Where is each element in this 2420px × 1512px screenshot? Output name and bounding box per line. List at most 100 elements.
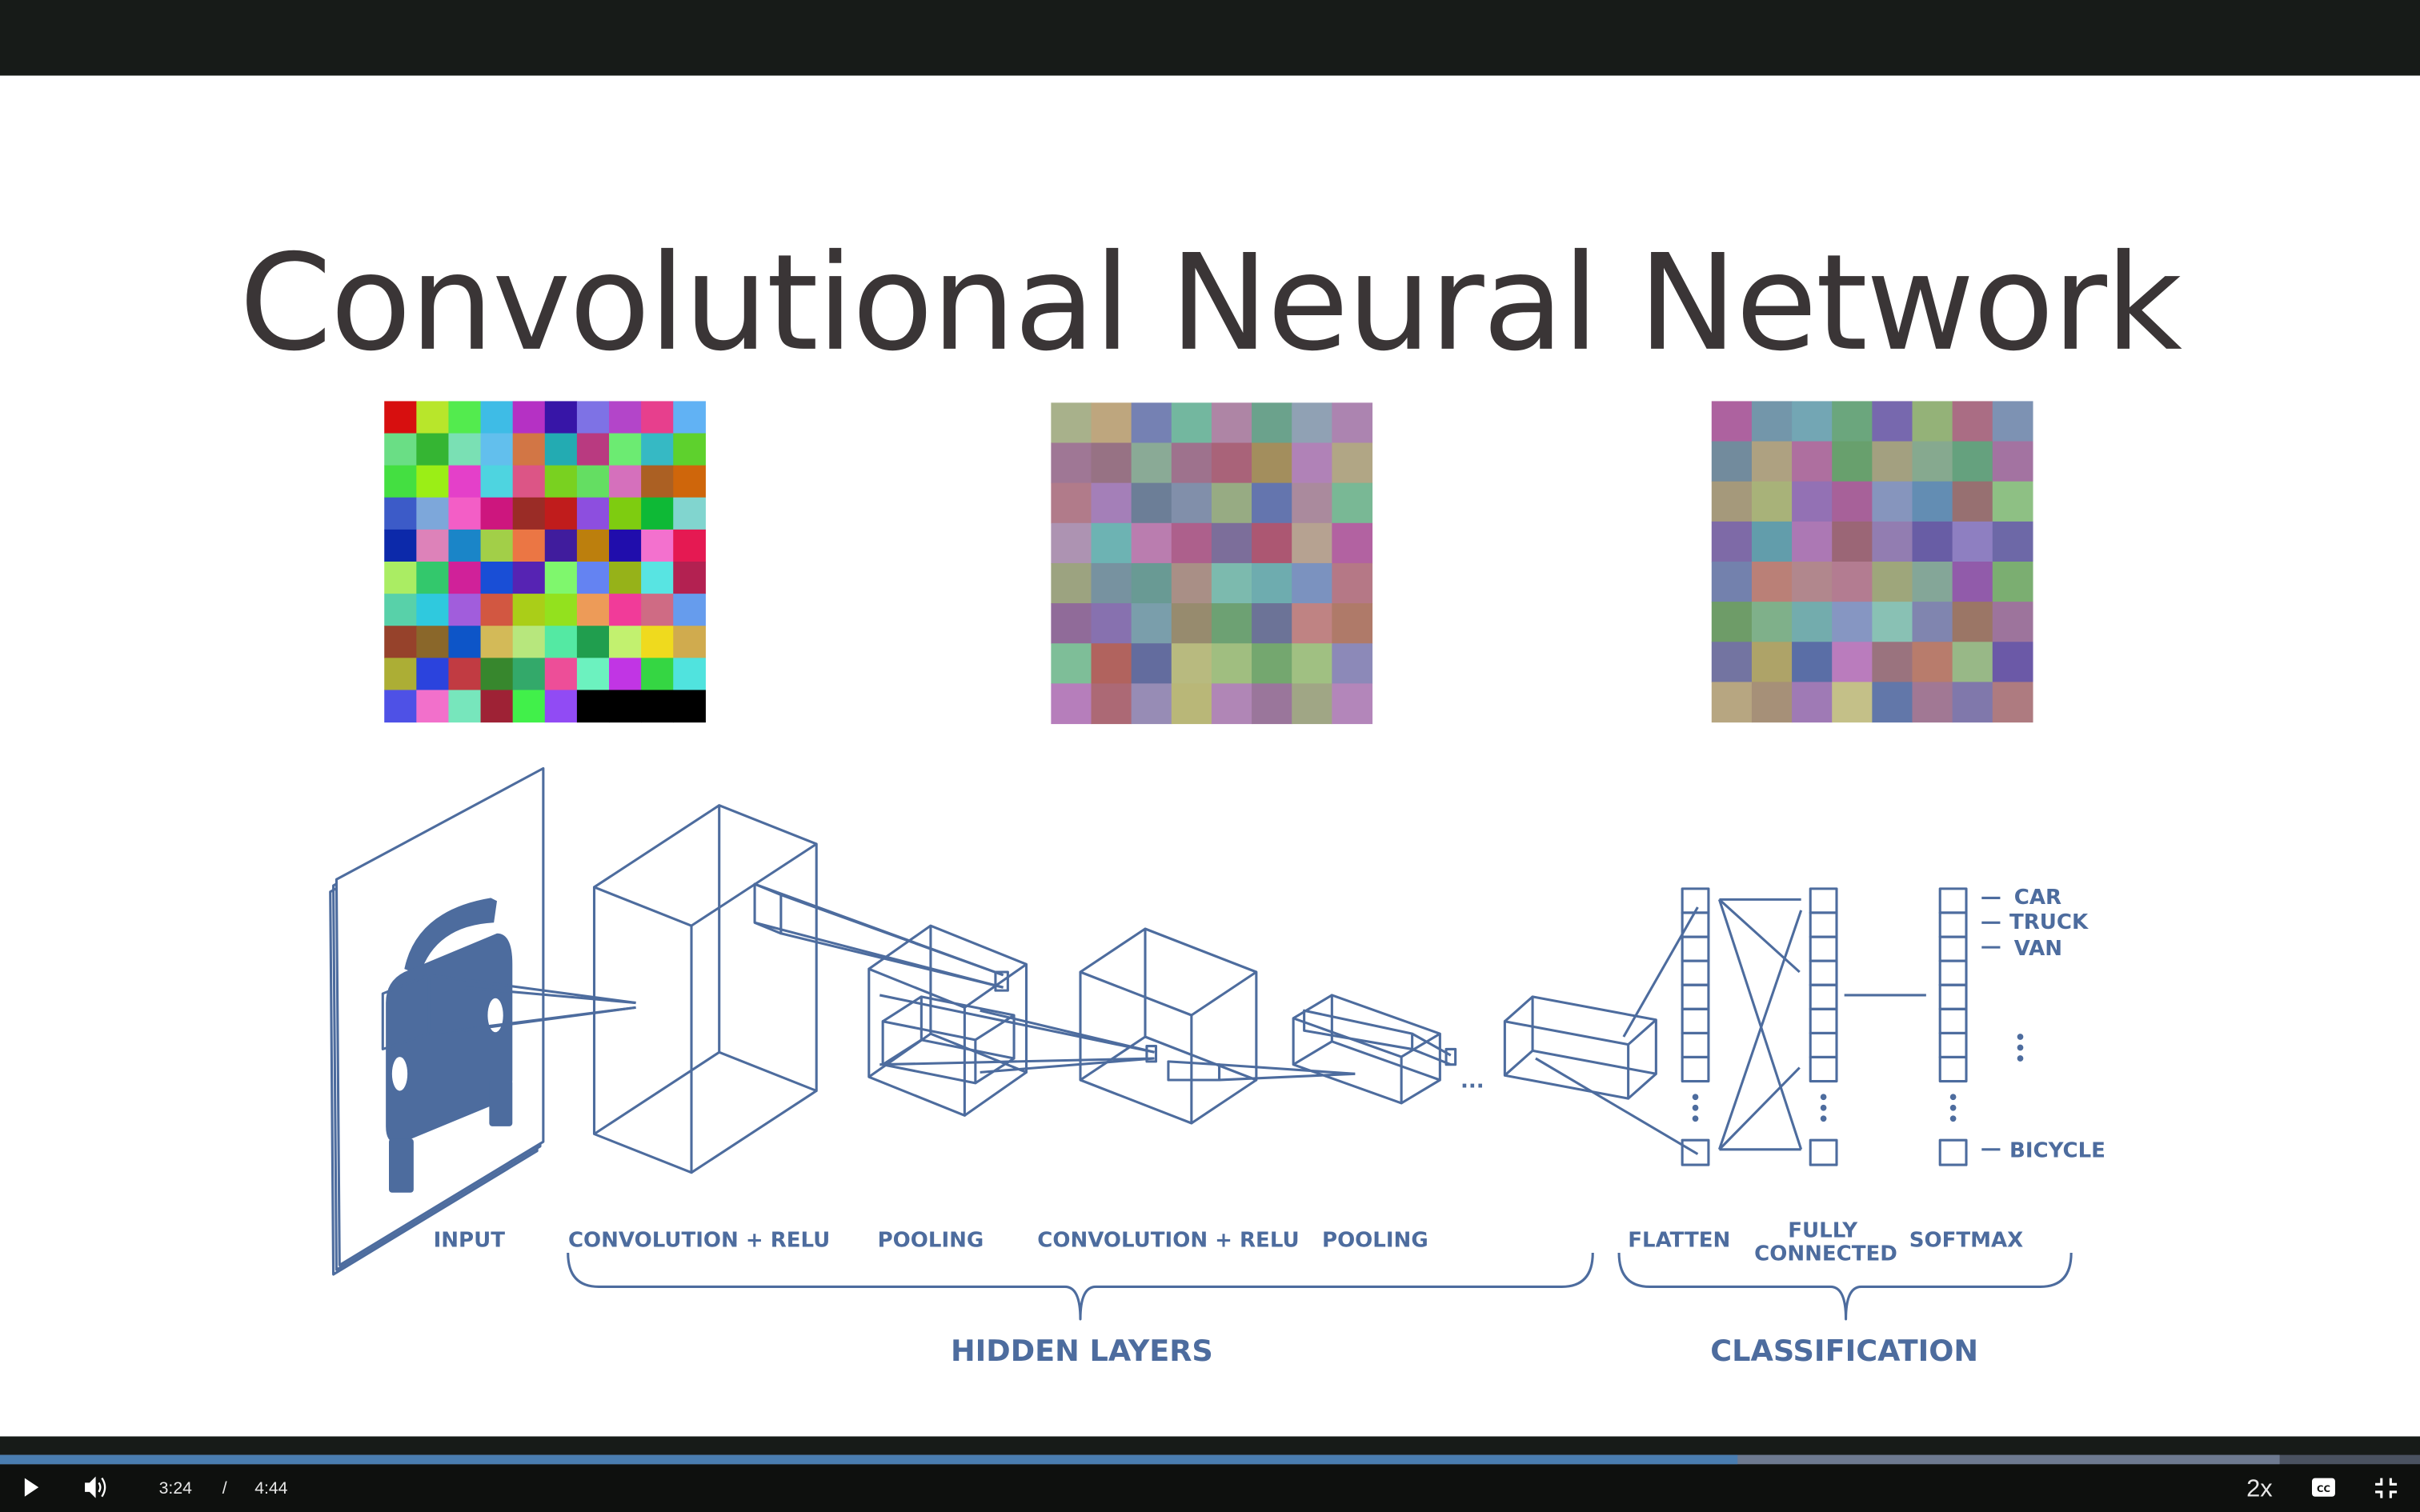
filter-cell <box>416 626 450 658</box>
filter-cell <box>1912 441 1953 482</box>
filter-cell <box>1171 683 1212 725</box>
filter-cell <box>641 594 674 626</box>
filter-cell <box>1051 482 1092 524</box>
filter-cell <box>673 433 706 466</box>
play-button[interactable] <box>24 1478 39 1497</box>
filter-cell <box>1131 442 1172 484</box>
filter-grid <box>1711 401 2033 723</box>
filter-cell <box>1211 562 1252 604</box>
filter-cell <box>416 529 450 562</box>
hidden-layers-brace <box>567 1252 1594 1321</box>
filter-cell <box>1912 602 1953 642</box>
neuron <box>1681 1055 1710 1083</box>
filter-cell <box>512 433 546 466</box>
feature-map-volume <box>592 804 818 1174</box>
filter-cell <box>480 433 514 466</box>
filter-cell <box>544 594 578 626</box>
filter-cell <box>1171 442 1212 484</box>
filter-cell <box>1292 482 1332 524</box>
filter-cell <box>1292 603 1332 644</box>
time-separator: / <box>222 1479 227 1498</box>
filter-cell <box>1131 643 1172 684</box>
player-controls: 3:24 / 4:44 2x CC <box>0 1436 2420 1512</box>
filter-cell <box>1171 562 1212 604</box>
filter-cell <box>480 497 514 530</box>
filter-cell <box>576 497 610 530</box>
filter-cell <box>1751 642 1793 683</box>
filter-cell <box>1091 402 1132 444</box>
filter-cell <box>416 465 450 498</box>
filter-cell <box>480 529 514 562</box>
filter-cell <box>1091 683 1132 725</box>
ellipsis-dot <box>2017 1055 2024 1062</box>
filter-cell <box>1292 683 1332 725</box>
output-label: VAN <box>2014 937 2062 961</box>
filter-cell <box>1292 562 1332 604</box>
filter-cell <box>673 626 706 658</box>
label-fc-2: CONNECTED <box>1754 1242 1897 1266</box>
filter-cell <box>1252 402 1292 444</box>
captions-button[interactable]: CC <box>2312 1478 2335 1497</box>
neuron <box>1938 1138 1968 1166</box>
filter-cell <box>416 562 450 594</box>
filter-visualizations <box>384 401 2033 725</box>
filter-cell <box>1952 562 1993 602</box>
filter-cell <box>1992 481 2033 522</box>
filter-cell <box>1292 402 1332 444</box>
filter-cell <box>1792 562 1833 602</box>
filter-cell <box>1792 401 1833 442</box>
filter-cell <box>1131 562 1172 604</box>
filter-cell <box>1952 401 1993 442</box>
filter-cell <box>1952 602 1993 642</box>
filter-cell <box>609 497 642 530</box>
playback-speed-button[interactable]: 2x <box>2246 1474 2273 1502</box>
filter-cell <box>384 626 417 658</box>
filter-cell <box>673 401 706 434</box>
filter-cell <box>1051 402 1092 444</box>
filter-cell <box>1872 481 1913 522</box>
car-icon <box>386 898 513 1193</box>
label-fc-1: FULLY <box>1788 1219 1858 1243</box>
filter-cell <box>1952 642 1993 683</box>
filter-cell <box>1872 441 1913 482</box>
filter-cell <box>1131 683 1172 725</box>
filter-cell <box>1292 643 1332 684</box>
filter-cell <box>448 594 482 626</box>
filter-cell <box>1872 682 1913 723</box>
output-label: TRUCK <box>2009 910 2089 934</box>
output-label: CAR <box>2014 886 2061 910</box>
filter-cell <box>384 690 417 723</box>
volume-button[interactable] <box>85 1476 106 1498</box>
filter-cell <box>1751 562 1793 602</box>
filter-cell <box>1292 442 1332 484</box>
filter-grid <box>1051 402 1373 725</box>
progress-played[interactable] <box>0 1454 1738 1465</box>
filter-cell <box>1051 683 1092 725</box>
feature-map-volume <box>1503 995 1657 1100</box>
filter-cell <box>1091 603 1132 644</box>
filter-cell <box>1211 482 1252 524</box>
filter-cell <box>512 562 546 594</box>
filter-cell <box>641 465 674 498</box>
ellipsis-dot <box>1949 1094 1957 1101</box>
filter-cell <box>1711 401 1753 442</box>
filter-cell <box>1252 603 1292 644</box>
neuron-column <box>1681 887 1710 1166</box>
filter-cell <box>1992 562 2033 602</box>
filter-cell <box>1171 603 1212 644</box>
filter-cell <box>673 465 706 498</box>
filter-cell <box>1952 521 1993 562</box>
filter-cell <box>609 562 642 594</box>
filter-cell <box>576 465 610 498</box>
filter-cell <box>544 626 578 658</box>
filter-grid <box>384 401 706 723</box>
filter-cell <box>576 529 610 562</box>
filter-cell <box>1211 442 1252 484</box>
exit-fullscreen-button[interactable] <box>2375 1478 2398 1498</box>
captions-icon <box>2312 1478 2335 1497</box>
ellipsis-dot <box>1692 1104 1699 1111</box>
filter-cell <box>1912 481 1953 522</box>
filter-cell <box>1912 562 1953 602</box>
filter-cell <box>1171 522 1212 564</box>
filter-cell <box>1252 442 1292 484</box>
